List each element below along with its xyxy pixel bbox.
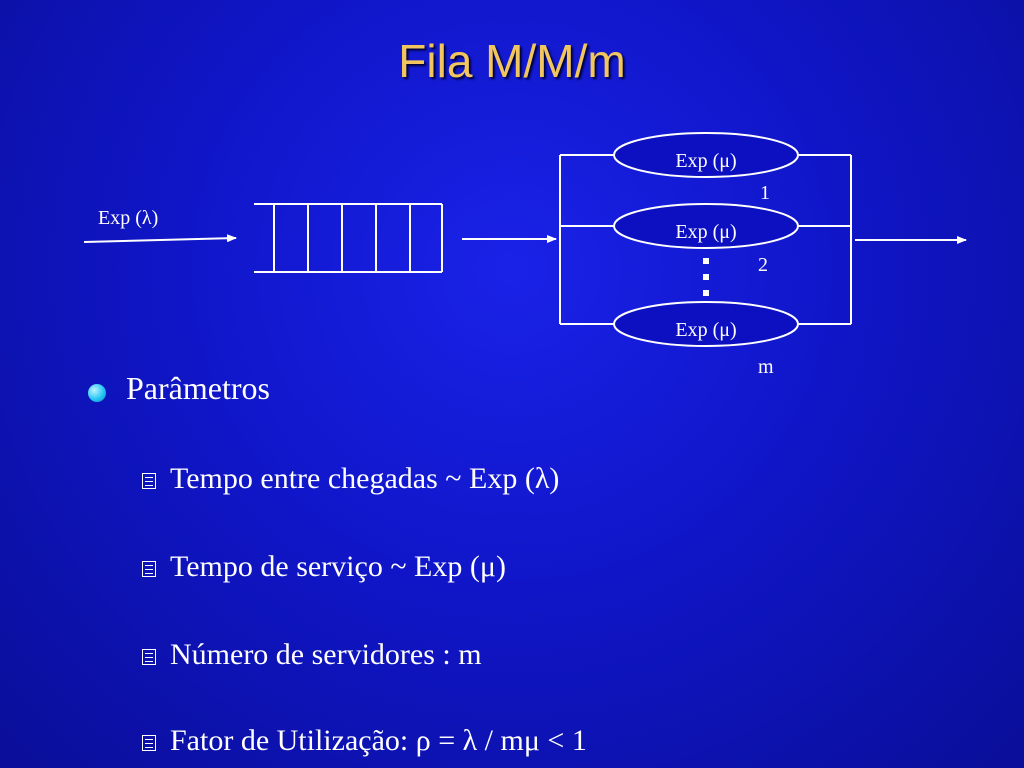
server-2	[613, 203, 799, 249]
parameter-item-utilization: Fator de Utilização: ρ = λ / mμ < 1	[142, 724, 587, 758]
server-m	[613, 301, 799, 347]
mmm-queue-diagram: Exp (λ) Exp (μ) Exp (μ) Exp (μ) 1 2 m	[83, 132, 967, 378]
arrival-arrow	[83, 234, 237, 243]
queue-buffer	[254, 203, 443, 273]
arrival-label: Exp (λ)	[98, 207, 158, 229]
server-bus-right	[798, 154, 852, 325]
vertical-ellipsis-icon	[703, 258, 709, 296]
server-number-m: m	[758, 356, 774, 378]
sub-bullet-icon	[142, 735, 156, 751]
server-1-label: Exp (μ)	[675, 150, 736, 172]
server-number-2: 2	[758, 254, 768, 276]
sub-bullet-icon	[142, 649, 156, 665]
server-2-label: Exp (μ)	[675, 221, 736, 243]
bullet-dot-icon	[88, 384, 106, 402]
sub-bullet-icon	[142, 561, 156, 577]
parameter-item-service: Tempo de serviço ~ Exp (μ)	[142, 550, 506, 584]
server-1	[613, 132, 799, 178]
parameter-item-arrival: Tempo entre chegadas ~ Exp (λ)	[142, 462, 559, 496]
sub-bullet-icon	[142, 473, 156, 489]
parameters-heading: Parâmetros	[126, 370, 270, 406]
server-bus-left	[559, 154, 614, 325]
parameter-item-servers: Número de servidores : m	[142, 638, 482, 672]
server-number-1: 1	[760, 182, 770, 204]
server-m-label: Exp (μ)	[675, 319, 736, 341]
slide-title: Fila M/M/m	[398, 35, 626, 87]
